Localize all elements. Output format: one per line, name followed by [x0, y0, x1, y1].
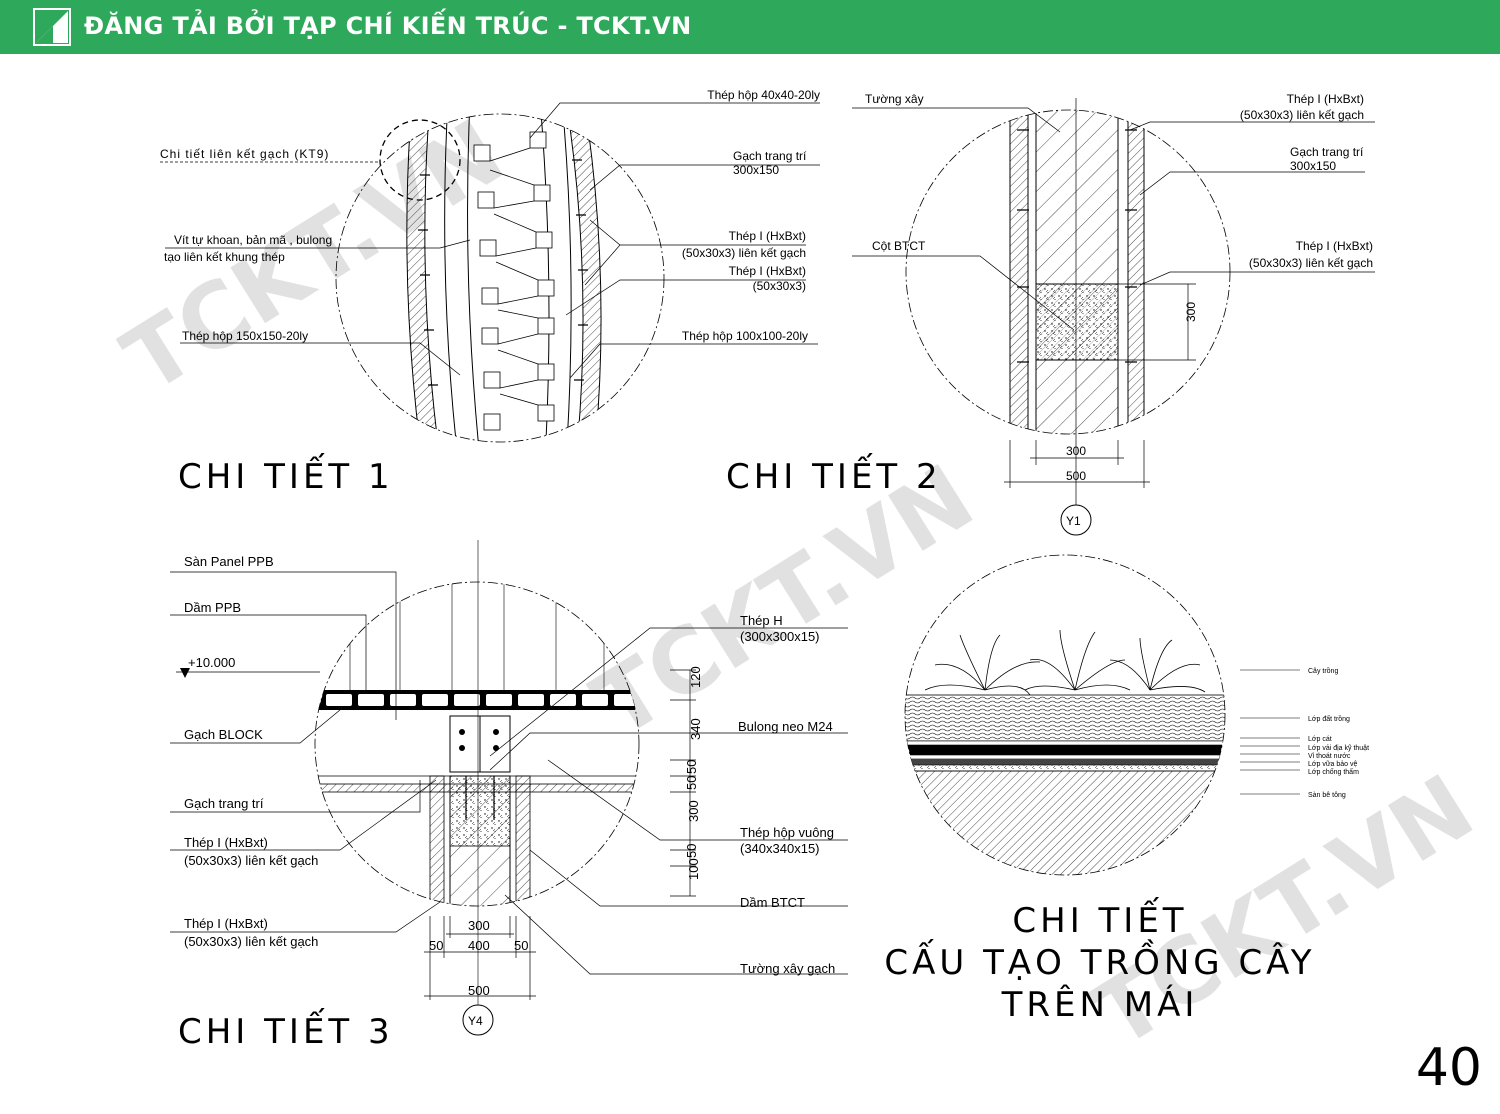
label-block: Gạch BLOCK — [184, 727, 263, 742]
caption-detail-2: CHI TIẾT 2 — [726, 453, 942, 497]
label-axis-y4: Y4 — [468, 1014, 483, 1028]
layer-label: Lớp cát — [1308, 736, 1332, 743]
dim-300-vertical: 300 — [1184, 302, 1198, 322]
label-screw-2: tạo liên kết khung thép — [164, 250, 285, 264]
caption-detail-4-line3: TRÊN MÁI — [1001, 984, 1199, 1025]
layer-label: Lớp đất trồng — [1308, 714, 1350, 723]
layer-label: Vỉ thoát nước — [1308, 752, 1351, 760]
label-tile-2: 300x150 — [733, 163, 779, 177]
label-wall: Tường xây — [865, 92, 924, 106]
dim-v-50: 50 — [684, 844, 699, 858]
dim-300: 300 — [468, 918, 490, 933]
label-level: +10.000 — [188, 655, 235, 670]
logo-icon — [33, 8, 71, 46]
label-box40: Thép hộp 40x40-20ly — [707, 88, 820, 102]
dim-v-50: 50 — [684, 760, 699, 774]
dim-v-120: 120 — [688, 666, 703, 688]
label-column: Cột BTCT — [872, 239, 926, 253]
dim-v-50: 50 — [684, 776, 699, 790]
label-tile-1: Gạch trang trí — [733, 149, 807, 163]
layer-label: Lớp chống thấm — [1308, 767, 1359, 776]
dim-500: 500 — [468, 983, 490, 998]
label-ibeam1-a: Thép I (HxBxt) — [729, 229, 806, 243]
drawing-sheet: TCKT.VN TCKT.VN TCKT.VN — [106, 88, 1491, 1098]
dim-50-right: 50 — [514, 938, 528, 953]
dim-v-340: 340 — [688, 718, 703, 740]
label-ibeam2-a: Thép I (HxBxt) — [184, 916, 268, 931]
dim-400: 400 — [468, 938, 490, 953]
dim-v-300: 300 — [686, 800, 701, 822]
label-ibeam2-a: Thép I (HxBxt) — [729, 264, 806, 278]
label-kt9: Chi tiết liên kết gạch (KT9) — [160, 147, 329, 161]
dim-500: 500 — [1066, 469, 1086, 483]
label-panel: Sàn Panel PPB — [184, 554, 274, 569]
detail-1: Chi tiết liên kết gạch (KT9) Vít tự khoa… — [160, 88, 820, 497]
detail-3: Sàn Panel PPB Dầm PPB +10.000 Gạch BLOCK… — [170, 540, 848, 1052]
dim-v-100: 100 — [686, 858, 701, 880]
label-screw-1: Vít tự khoan, bản mã , bulong — [174, 233, 332, 247]
label-ibeam-top-b: (50x30x3) liên kết gạch — [1240, 108, 1364, 122]
label-axis-y1: Y1 — [1066, 514, 1081, 528]
label-ibeam2-b: (50x30x3) — [753, 279, 806, 293]
caption-detail-4-line1: CHI TIẾT — [1012, 897, 1187, 941]
label-ibeam-bot-a: Thép I (HxBxt) — [1296, 239, 1373, 253]
label-box150: Thép hộp 150x150-20ly — [182, 329, 308, 343]
label-ibeam1-b: (50x30x3) liên kết gạch — [682, 246, 806, 260]
page-number: 40 — [1416, 1038, 1482, 1098]
layer-label: Lớp vải địa kỹ thuật — [1308, 745, 1369, 752]
header-title: ĐĂNG TẢI BỞI TẠP CHÍ KIẾN TRÚC - TCKT.VN — [84, 12, 692, 40]
label-tile-2: 300x150 — [1290, 159, 1336, 173]
layer-label: Lớp vữa bảo vệ — [1308, 761, 1357, 768]
label-ibeam-bot-b: (50x30x3) liên kết gạch — [1249, 256, 1373, 270]
label-hsteel-2: (300x300x15) — [740, 629, 820, 644]
label-ibeam1-b: (50x30x3) liên kết gạch — [184, 853, 318, 868]
detail-2: Y1 Tường xây Cột BTCT Thép I (HxBxt) (50… — [726, 92, 1375, 536]
label-ibeam1-a: Thép I (HxBxt) — [184, 835, 268, 850]
label-bolt: Bulong neo M24 — [738, 719, 833, 734]
label-sqbox-1: Thép hộp vuông — [740, 825, 834, 840]
header-bar: ĐĂNG TẢI BỞI TẠP CHÍ KIẾN TRÚC - TCKT.VN — [0, 0, 1500, 54]
label-brickwall: Tường xây gạch — [740, 961, 835, 976]
plant-icon — [924, 629, 1206, 696]
caption-detail-3: CHI TIẾT 3 — [178, 1008, 394, 1052]
dim-50-left: 50 — [429, 938, 443, 953]
layer-label: Sàn bê tông — [1308, 792, 1346, 799]
label-sqbox-2: (340x340x15) — [740, 841, 820, 856]
layer-label: Cây trồng — [1308, 666, 1338, 675]
caption-detail-4-line2: CẤU TẠO TRỒNG CÂY — [884, 939, 1315, 983]
label-tile: Gạch trang trí — [184, 796, 264, 811]
label-tile-1: Gạch trang trí — [1290, 145, 1364, 159]
label-hsteel-1: Thép H — [740, 613, 783, 628]
detail-4: Cây trồng Lớp đất trồng Lớp cát Lớp vải … — [884, 554, 1369, 1025]
label-ibeam-top-a: Thép I (HxBxt) — [1287, 92, 1364, 106]
label-box100: Thép hộp 100x100-20ly — [682, 329, 808, 343]
caption-detail-1: CHI TIẾT 1 — [178, 453, 394, 497]
label-ibeam2-b: (50x30x3) liên kết gạch — [184, 934, 318, 949]
label-beam: Dầm PPB — [184, 600, 241, 615]
label-rcbeam: Dầm BTCT — [740, 895, 805, 910]
dim-300: 300 — [1066, 444, 1086, 458]
